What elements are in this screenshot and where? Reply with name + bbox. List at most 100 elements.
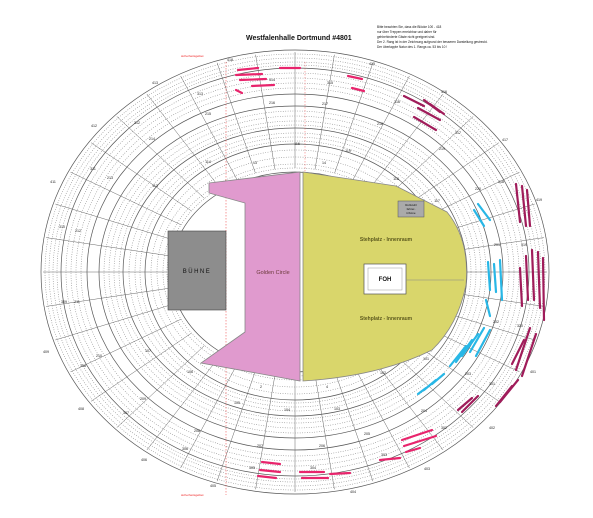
tribune-label-2: fahrer-: [407, 207, 416, 211]
tribune-label-1: Rollstuhl: [405, 203, 417, 207]
block-301[interactable]: 301: [489, 382, 495, 386]
block-312[interactable]: 312: [134, 121, 140, 125]
block-105[interactable]: 105: [234, 401, 240, 405]
block-419[interactable]: 419: [536, 198, 542, 202]
block-413[interactable]: 413: [152, 81, 158, 85]
block-103[interactable]: 103: [334, 407, 340, 411]
block-205[interactable]: 205: [364, 432, 370, 436]
block-418[interactable]: 418: [227, 58, 233, 62]
block-308[interactable]: 308: [80, 364, 86, 368]
note-line: Der 2. Rang ist in der Zeichnung aufgrun…: [377, 40, 488, 44]
block-416[interactable]: 416: [441, 90, 447, 94]
block-204[interactable]: 204: [421, 409, 427, 413]
block-119[interactable]: 119: [345, 149, 351, 153]
block-411[interactable]: 411: [50, 180, 56, 184]
block-separator: [70, 171, 182, 226]
block-216[interactable]: 216: [269, 101, 275, 105]
block-214[interactable]: 214: [149, 137, 155, 141]
block-303[interactable]: 303: [381, 453, 387, 457]
block-306[interactable]: 306: [182, 447, 188, 451]
block-113[interactable]: 113: [152, 184, 158, 188]
venue-title: Westfalenhalle Dortmund #4801: [246, 35, 352, 42]
block-304[interactable]: 304: [310, 466, 316, 470]
block-305[interactable]: 305: [249, 466, 255, 470]
block-309[interactable]: 309: [61, 300, 67, 304]
tribune-label-3: tribüne: [406, 211, 416, 215]
block-220[interactable]: 220: [475, 187, 481, 191]
block-separator: [90, 142, 192, 212]
block-302[interactable]: 302: [441, 426, 447, 430]
block-separator: [180, 364, 238, 469]
block-206[interactable]: 206: [319, 444, 325, 448]
block-315[interactable]: 315: [327, 81, 333, 85]
block-separator: [90, 332, 192, 402]
block-320[interactable]: 320: [517, 324, 523, 328]
block-409[interactable]: 409: [43, 350, 49, 354]
block-402[interactable]: 402: [489, 426, 495, 430]
block-210[interactable]: 210: [96, 354, 102, 358]
block-separator: [385, 116, 474, 199]
block-207[interactable]: 207: [257, 444, 263, 448]
block-311[interactable]: 311: [90, 167, 96, 171]
block-208[interactable]: 208: [194, 429, 200, 433]
info-notes: Bitte beachten Sie, dass die Blöcke 100 …: [377, 25, 507, 50]
block-118[interactable]: 118: [393, 177, 399, 181]
block-401[interactable]: 401: [530, 370, 536, 374]
block-314[interactable]: 314: [269, 78, 275, 82]
stehplatz-bottom-label: Stehplatz - Innenraum: [360, 316, 413, 322]
block-404[interactable]: 404: [350, 490, 356, 494]
block-102[interactable]: 102: [380, 371, 386, 375]
block-310[interactable]: 310: [59, 225, 65, 229]
foh-box: [363, 263, 407, 295]
block-101[interactable]: 101: [423, 357, 429, 361]
block-213[interactable]: 213: [107, 176, 113, 180]
block-209[interactable]: 209: [140, 397, 146, 401]
block-201[interactable]: 201: [494, 243, 500, 247]
note-line: Der überlappte Natur des 1. Rangs ca. 53…: [377, 45, 448, 49]
block-separator: [55, 303, 174, 341]
block-labels: 418 413 412 411 409 408 406 405 404 403 …: [43, 58, 542, 494]
block-408[interactable]: 408: [78, 407, 84, 411]
block-412[interactable]: 412: [91, 124, 97, 128]
block-319[interactable]: 319: [521, 243, 527, 247]
golden-circle-area[interactable]: [199, 171, 301, 382]
block-106[interactable]: 106: [187, 370, 193, 374]
block-117[interactable]: 117: [434, 199, 440, 203]
block-separator: [255, 374, 276, 490]
block-separator: [216, 62, 256, 174]
block-217[interactable]: 217: [322, 102, 328, 106]
entrance-13[interactable]: 13: [253, 161, 257, 165]
block-313[interactable]: 313: [197, 92, 203, 96]
entrance-2[interactable]: 2: [260, 385, 262, 389]
entrance-14[interactable]: 14: [322, 161, 326, 165]
block-405[interactable]: 405: [210, 484, 216, 488]
block-218[interactable]: 218: [377, 122, 383, 126]
block-separator: [352, 364, 410, 469]
block-318[interactable]: 318: [498, 180, 504, 184]
block-separator: [116, 116, 205, 199]
red-mark-top: sicherheitsgebiet: [181, 54, 204, 58]
entrance-4[interactable]: 4: [326, 385, 328, 389]
block-403[interactable]: 403: [424, 467, 430, 471]
golden-circle-label: Golden Circle: [256, 270, 289, 276]
block-114[interactable]: 114: [205, 160, 211, 164]
block-307[interactable]: 307: [123, 411, 129, 415]
block-211[interactable]: 211: [74, 300, 80, 304]
block-separator: [255, 54, 276, 170]
block-212[interactable]: 212: [75, 229, 81, 233]
block-107[interactable]: 107: [145, 349, 151, 353]
block-406[interactable]: 406: [141, 458, 147, 462]
block-116[interactable]: 116: [294, 142, 300, 146]
block-417[interactable]: 417: [502, 138, 508, 142]
block-215[interactable]: 215: [205, 112, 211, 116]
block-203[interactable]: 203: [465, 372, 471, 376]
block-219[interactable]: 219: [439, 147, 445, 151]
block-separator: [55, 203, 174, 241]
block-separator: [46, 288, 169, 307]
block-104[interactable]: 104: [284, 408, 290, 412]
available-seats[interactable]: [234, 66, 546, 480]
block-317[interactable]: 317: [455, 131, 461, 135]
block-202[interactable]: 202: [493, 320, 499, 324]
block-316[interactable]: 316: [394, 100, 400, 104]
block-415[interactable]: 415: [369, 62, 375, 66]
